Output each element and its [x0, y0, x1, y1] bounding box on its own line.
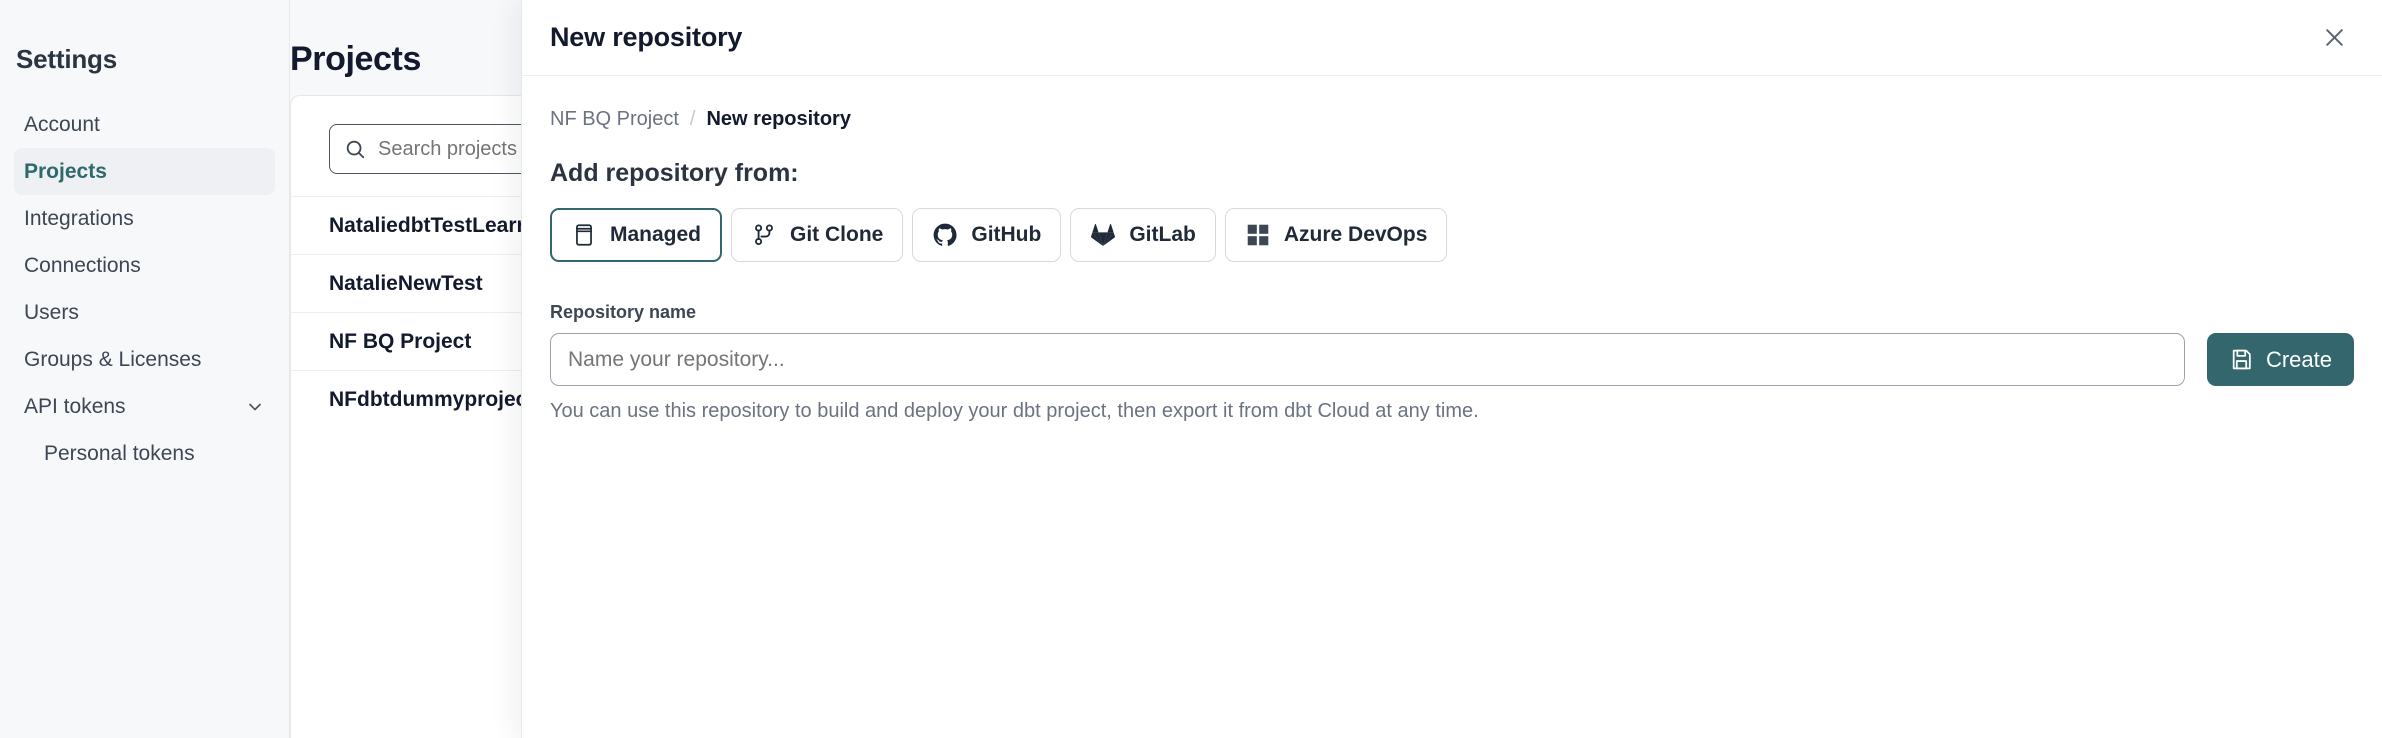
close-icon[interactable]: [2314, 18, 2354, 58]
github-icon: [932, 222, 958, 248]
project-name: NFdbtdummyproject: [329, 387, 535, 411]
project-name: NatalieNewTest: [329, 271, 483, 295]
sidebar-item-label: Groups & Licenses: [24, 347, 202, 371]
repository-name-row: Create: [550, 333, 2354, 386]
sidebar-item-label: Connections: [24, 253, 141, 277]
sidebar-title: Settings: [16, 44, 117, 74]
source-option-azure-devops[interactable]: Azure DevOps: [1224, 208, 1448, 262]
source-option-label: Git Clone: [790, 223, 884, 246]
source-option-label: Azure DevOps: [1283, 223, 1428, 246]
sidebar-item-personal-tokens[interactable]: Personal tokens: [14, 430, 275, 477]
settings-sidebar: Settings Account Projects Integrations C…: [0, 0, 290, 738]
source-option-gitlab[interactable]: GitLab: [1070, 208, 1216, 262]
sidebar-item-label: Users: [24, 300, 79, 324]
project-name: NataliedbtTestLearn T: [329, 213, 548, 237]
sidebar-item-projects[interactable]: Projects: [14, 148, 275, 195]
sidebar-nav: Account Projects Integrations Connection…: [0, 101, 289, 477]
modal-header: New repository: [522, 0, 2382, 76]
repository-name-label: Repository name: [550, 302, 697, 322]
breadcrumb: NF BQ Project / New repository: [550, 108, 2354, 131]
azure-devops-icon: [1245, 222, 1271, 248]
sidebar-item-label: Personal tokens: [44, 441, 195, 465]
sidebar-item-label: Account: [24, 112, 100, 136]
sidebar-item-api-tokens[interactable]: API tokens: [14, 383, 275, 430]
source-option-label: GitHub: [971, 223, 1042, 246]
source-option-github[interactable]: GitHub: [912, 208, 1062, 262]
new-repository-modal: New repository NF BQ Project / New repos…: [521, 0, 2382, 738]
source-option-label: GitLab: [1129, 223, 1196, 246]
sidebar-item-label: Projects: [24, 159, 107, 183]
sidebar-item-account[interactable]: Account: [14, 101, 275, 148]
breadcrumb-separator: /: [689, 108, 696, 130]
sidebar-item-label: API tokens: [24, 394, 126, 418]
save-icon: [2229, 347, 2254, 372]
page-title: Projects: [290, 40, 421, 78]
sidebar-item-connections[interactable]: Connections: [14, 242, 275, 289]
chevron-down-icon[interactable]: [245, 397, 265, 417]
gitlab-icon: [1090, 222, 1116, 248]
modal-title: New repository: [550, 22, 743, 52]
create-button[interactable]: Create: [2206, 333, 2354, 386]
search-icon: [344, 138, 366, 160]
sidebar-item-users[interactable]: Users: [14, 289, 275, 336]
create-button-label: Create: [2265, 346, 2332, 372]
git-clone-icon: [751, 222, 777, 248]
sidebar-item-groups-licenses[interactable]: Groups & Licenses: [14, 336, 275, 383]
add-repository-heading: Add repository from:: [550, 159, 799, 187]
source-option-label: Managed: [610, 223, 702, 246]
breadcrumb-current: New repository: [706, 108, 851, 130]
sidebar-item-integrations[interactable]: Integrations: [14, 195, 275, 242]
sidebar-item-label: Integrations: [24, 206, 134, 230]
modal-body: NF BQ Project / New repository Add repos…: [522, 76, 2382, 423]
project-name: NF BQ Project: [329, 329, 472, 353]
repository-helper-text: You can use this repository to build and…: [550, 400, 1479, 422]
repository-name-input[interactable]: [550, 333, 2185, 386]
managed-icon: [571, 222, 597, 248]
repository-source-options: Managed Git Clone GitHub: [550, 208, 2354, 262]
source-option-managed[interactable]: Managed: [550, 208, 723, 262]
breadcrumb-parent[interactable]: NF BQ Project: [550, 108, 679, 130]
source-option-git-clone[interactable]: Git Clone: [731, 208, 904, 262]
